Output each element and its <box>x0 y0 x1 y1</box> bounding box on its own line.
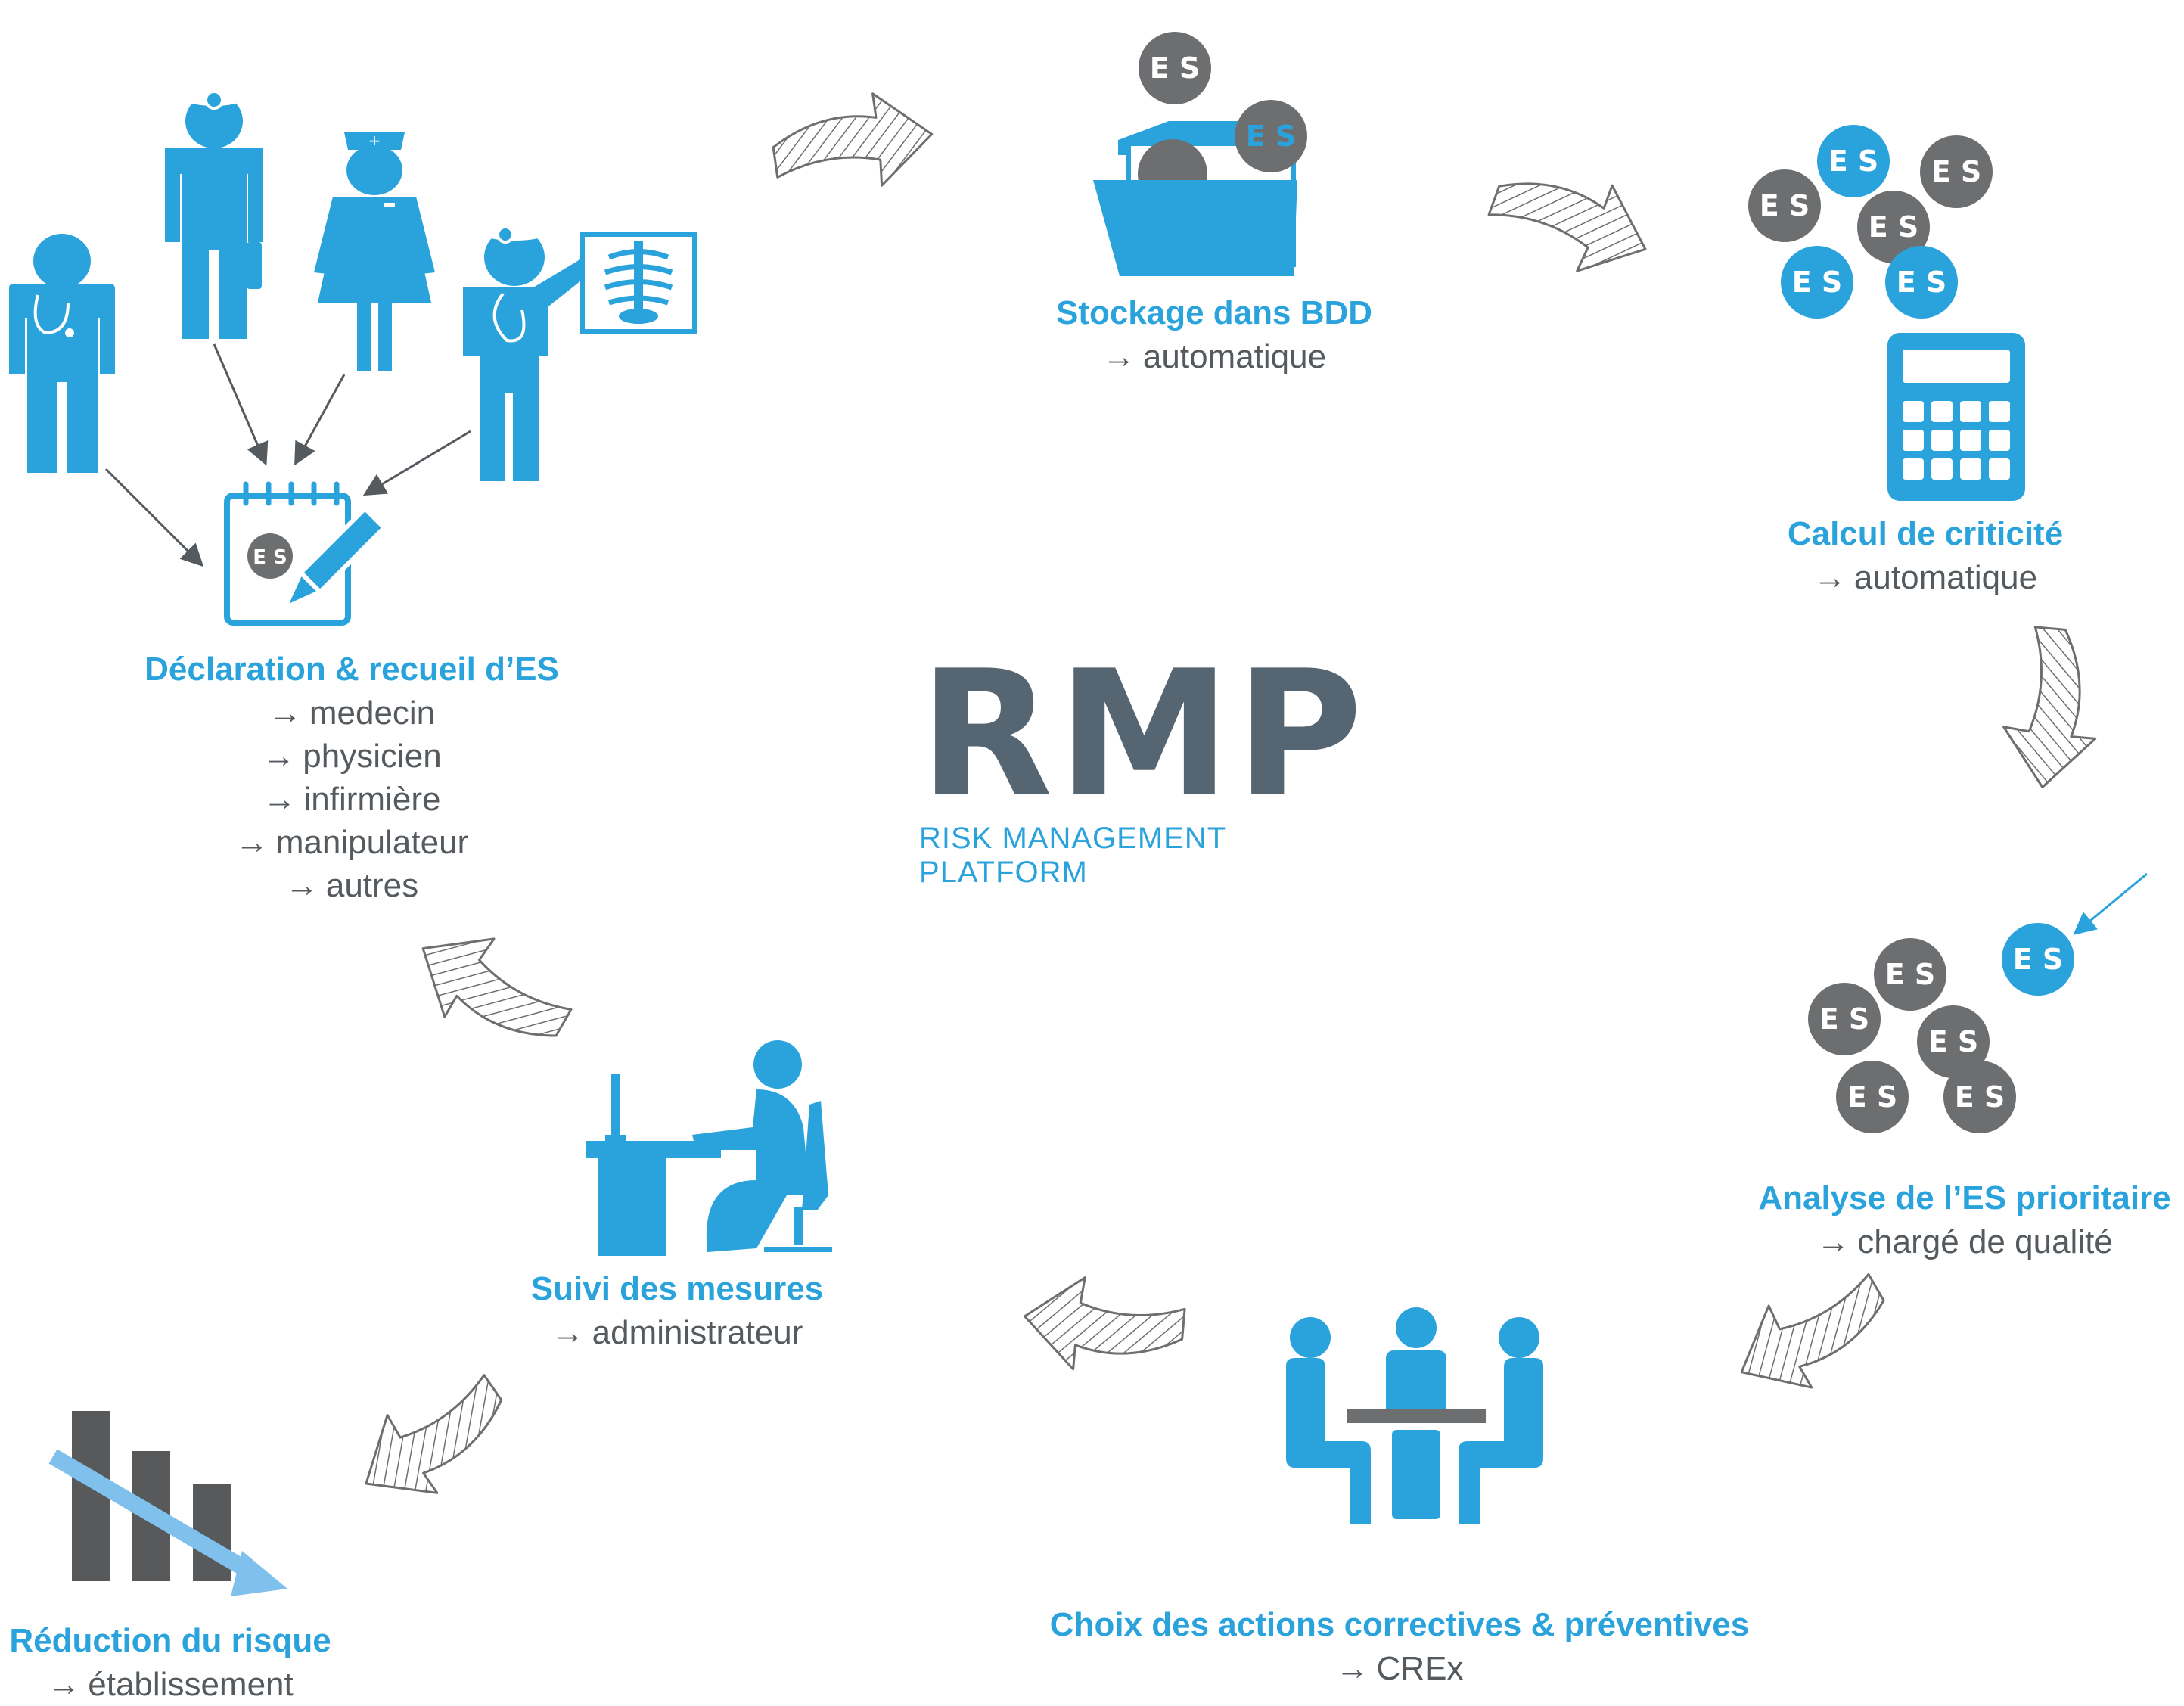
es-cluster-icon: E S E S E S E S E S E S <box>1808 872 2148 1133</box>
step-role: →autres <box>284 867 419 904</box>
es-badge: E S <box>1760 189 1810 222</box>
logo-title: RMP <box>919 634 1368 836</box>
step-role: →manipulateur <box>235 824 469 861</box>
step-title: Réduction du risque <box>9 1622 331 1659</box>
step-suivi: Suivi des mesures →administrateur <box>531 1267 823 1354</box>
es-badge: E S <box>1897 266 1947 299</box>
step-stockage: Stockage dans BDD →automatique <box>1056 291 1372 378</box>
step-title: Calcul de criticité <box>1787 515 2064 552</box>
step-title: Déclaration & recueil d’ES <box>144 651 559 688</box>
step-role: →physicien <box>262 738 442 775</box>
svg-text:+: + <box>368 132 381 150</box>
es-badge: E S <box>1847 1080 1898 1114</box>
es-badge: E S <box>1931 155 1982 188</box>
es-badge: E S <box>1955 1080 2005 1114</box>
radiologist-icon <box>463 225 599 481</box>
meeting-icon <box>1286 1307 1543 1524</box>
logo-subtitle: RISK MANAGEMENT PLATFORM <box>919 822 1226 889</box>
xray-icon <box>580 232 697 334</box>
es-badge: E S <box>1869 210 1919 244</box>
desk-worker-icon <box>586 1040 832 1256</box>
es-badge: E S <box>1150 51 1201 85</box>
step-declaration: Déclaration & recueil d’ES →medecin →phy… <box>144 648 559 907</box>
step-title: Choix des actions correctives & préventi… <box>1049 1606 1750 1643</box>
es-badge: E S <box>1828 144 1879 178</box>
step-role: →medecin <box>268 695 436 732</box>
rmp-logo: RMP RISK MANAGEMENT PLATFORM <box>919 634 1388 890</box>
step-choix: Choix des actions correctives & préventi… <box>1050 1603 1749 1690</box>
es-badge: E S <box>2013 943 2064 976</box>
es-badge: E S <box>253 546 287 569</box>
step-role: →automatique <box>1813 559 2038 596</box>
step-role: →établissement <box>47 1666 294 1703</box>
nurse-icon: + <box>314 132 435 371</box>
es-badge: E S <box>1246 120 1297 153</box>
step-analyse: Analyse de l’ES prioritaire →chargé de q… <box>1758 1176 2170 1263</box>
step-title: Stockage dans BDD <box>1055 294 1373 331</box>
step-reduction: Réduction du risque →établissement <box>9 1619 331 1706</box>
step-title: Analyse de l’ES prioritaire <box>1758 1179 2171 1217</box>
surgeon-icon <box>165 90 263 339</box>
step-title: Suivi des mesures <box>530 1270 824 1307</box>
step-role: →chargé de qualité <box>1816 1223 2113 1260</box>
es-badge: E S <box>1819 1002 1870 1036</box>
es-bubbles-calcul: E S E S E S E S E S E S <box>1748 125 1993 319</box>
step-calcul: Calcul de criticité →automatique <box>1788 512 2063 599</box>
step-role: →administrateur <box>551 1314 803 1351</box>
doctor-icon <box>9 234 115 473</box>
es-badge: E S <box>1928 1025 1979 1058</box>
step-role: →infirmière <box>263 781 441 818</box>
es-badge: E S <box>1885 958 1936 991</box>
declaration-flow-arrows <box>104 343 471 567</box>
notepad-pencil-icon: E S <box>224 481 386 626</box>
declining-bars-icon <box>48 1411 287 1596</box>
es-badge: E S <box>1792 266 1843 299</box>
step-role: →CREx <box>1335 1650 1464 1687</box>
folder-icon: E S E S <box>1093 32 1307 276</box>
calculator-icon <box>1887 333 2025 501</box>
step-role: →automatique <box>1101 338 1327 375</box>
